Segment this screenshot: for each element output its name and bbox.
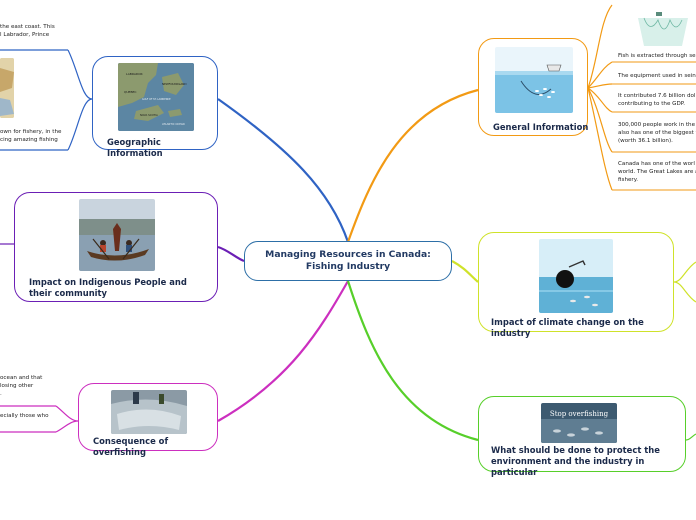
general-leaf-4-line-3: (worth 36.1 billion). (618, 138, 673, 144)
overfishing-leaf-1-line-1: ocean and that (0, 375, 43, 381)
connector-geographic-leaf-group (67, 49, 93, 151)
topic-indigenous-title: Impact on Indigenous People and their co… (29, 277, 187, 298)
topic-overfishing-title: Consequence of overfishing (93, 436, 169, 457)
general-leaf-seine-thumbnail (630, 10, 696, 48)
general-leaf-1-line-1: Fish is extracted through sei (618, 53, 696, 59)
map-label-newfoundland: NEWFOUNDLAND (162, 82, 187, 86)
general-leaf-1[interactable]: Fish is extracted through sei (618, 52, 696, 60)
central-topic-title: Managing Resources in Canada: Fishing In… (265, 249, 431, 272)
general-leaf-3[interactable]: It contributed 7.6 billion doll contribu… (618, 92, 696, 108)
seine-net-illustration-image (495, 47, 573, 113)
overfishing-leaf-2[interactable]: ecially those who (0, 412, 56, 420)
general-leaf-5-line-2: world. The Great Lakes are a (618, 169, 696, 175)
connector-general-leaf-group (587, 4, 613, 191)
general-leaf-2[interactable]: The equipment used in sein (618, 72, 696, 80)
map-label-labrador: LABRADOR (126, 72, 143, 76)
general-leaf-4-line-1: 300,000 people work in the f (618, 122, 696, 128)
connector-overfishing-leaf-group (55, 405, 79, 433)
connector-general (346, 88, 479, 243)
map-label-atlantic: ATLANTIC OCEAN (162, 122, 185, 126)
overfishing-leaf-1[interactable]: ocean and that losing other . (0, 374, 56, 398)
connector-geographic (217, 98, 350, 243)
geographic-leaf-1-line-2: l Labrador, Prince (0, 32, 50, 38)
general-leaf-3-line-2: contributing to the GDP. (618, 101, 686, 107)
general-leaf-2-line-1: The equipment used in sein (618, 73, 696, 79)
topic-indigenous[interactable]: Impact on Indigenous People and their co… (14, 192, 218, 302)
map-of-atlantic-canada-image: LABRADOR NEWFOUNDLAND QUEBEC GULF OF ST.… (118, 63, 194, 131)
topic-general-title: General Information (493, 122, 589, 132)
general-leaf-5-line-1: Canada has one of the worl (618, 161, 695, 167)
map-label-nova-scotia: NOVA SCOTIA (140, 113, 158, 117)
topic-geographic-title: Geographic Information (107, 137, 163, 158)
map-label-gulf: GULF OF ST. LAWRENCE (142, 98, 171, 101)
topic-protect-title: What should be done to protect the envir… (491, 445, 660, 477)
central-topic[interactable]: Managing Resources in Canada: Fishing In… (244, 241, 452, 281)
connector-overfishing (217, 280, 349, 422)
connector-protect (346, 280, 479, 442)
general-leaf-5-line-3: fishery. (618, 177, 639, 183)
overfishing-leaf-2-line-1: ecially those who (0, 413, 49, 419)
connector-indigenous (217, 245, 245, 263)
canoe-paddlers-image (79, 199, 155, 271)
connector-climate (451, 260, 479, 283)
general-leaf-4-line-2: also has one of the biggest f (618, 130, 696, 136)
map-label-quebec: QUEBEC (124, 90, 137, 94)
stop-overfishing-image: Stop overfishing (541, 403, 617, 443)
topic-overfishing[interactable]: Consequence of overfishing (78, 383, 218, 457)
general-leaf-5[interactable]: Canada has one of the worl world. The Gr… (618, 160, 696, 184)
connector-climate-leaf-group (673, 261, 696, 303)
overfishing-leaf-1-line-3: . (0, 391, 2, 397)
fishing-net-catch-image (111, 390, 187, 434)
geographic-leaf-map-thumbnail (0, 58, 14, 118)
topic-geographic[interactable]: LABRADOR NEWFOUNDLAND QUEBEC GULF OF ST.… (92, 56, 218, 158)
stop-overfishing-caption: Stop overfishing (550, 410, 609, 418)
general-leaf-4[interactable]: 300,000 people work in the f also has on… (618, 121, 696, 145)
overfishing-leaf-1-line-2: losing other (0, 383, 34, 389)
geographic-leaf-2-line-1: own for fishery, in the (0, 129, 62, 135)
topic-protect[interactable]: Stop overfishing What should be done to … (478, 396, 686, 477)
oil-spill-fish-illustration-image (539, 239, 613, 313)
general-leaf-3-line-1: It contributed 7.6 billion doll (618, 93, 696, 99)
topic-climate-title: Impact of climate change on the industry (491, 317, 644, 338)
topic-climate[interactable]: Impact of climate change on the industry (478, 232, 674, 338)
geographic-leaf-1[interactable]: the east coast. This l Labrador, Prince (0, 23, 66, 39)
geographic-leaf-1-line-1: the east coast. This (0, 24, 55, 30)
geographic-leaf-2[interactable]: own for fishery, in the cing amazing fis… (0, 128, 66, 144)
topic-general[interactable]: General Information (478, 38, 588, 136)
geographic-leaf-2-line-2: cing amazing fishing (0, 137, 58, 143)
connector-protect-leaf (685, 433, 696, 441)
